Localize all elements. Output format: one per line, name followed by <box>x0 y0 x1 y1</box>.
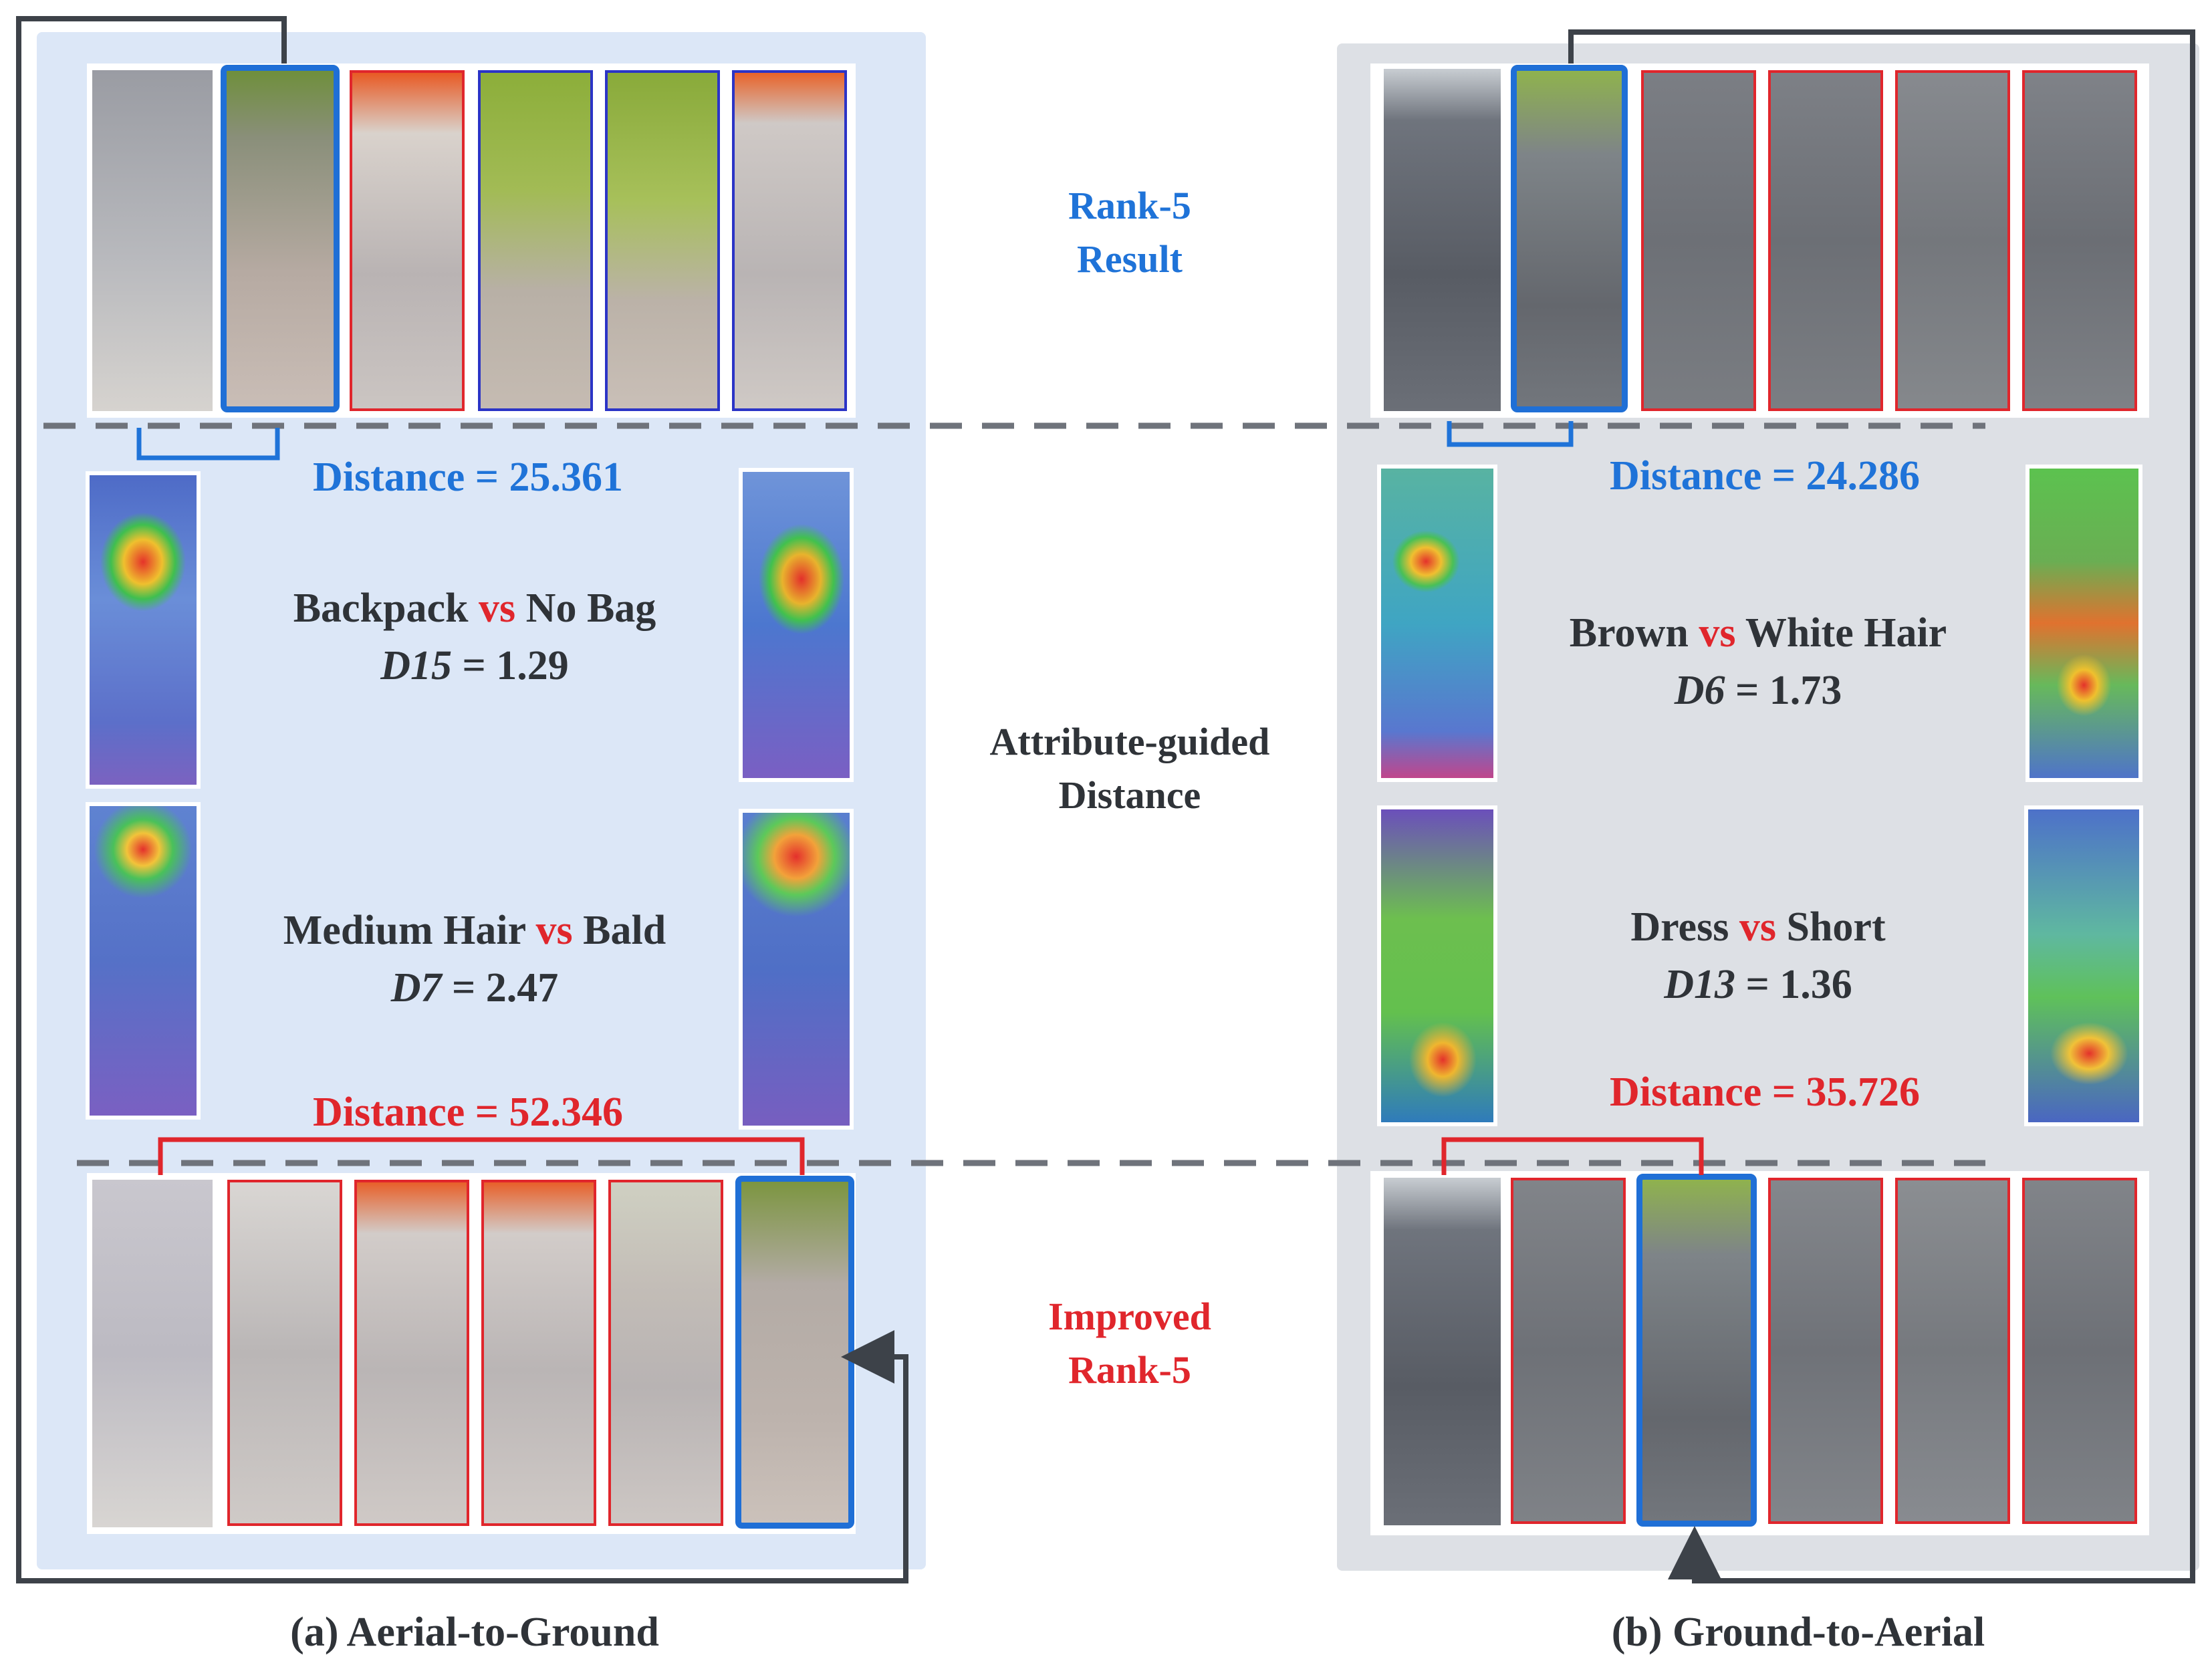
gallery-image <box>1895 70 2010 411</box>
query-image <box>92 70 213 411</box>
distance-metric: D7 <box>390 965 442 1011</box>
distance-value: = 1.36 <box>1745 961 1852 1007</box>
gallery-image <box>350 70 465 411</box>
heatmap-image <box>86 471 201 789</box>
attribute-guided-distance-label: Attribute-guided Distance <box>989 720 1270 817</box>
attribute-left: Brown <box>1569 610 1689 656</box>
heatmap-image <box>1377 465 1497 782</box>
vs-label: vs <box>1739 904 1776 950</box>
attribute-comparison: Medium Hair vs Bald D7 = 2.47 <box>221 902 729 1017</box>
improved-rank5-strip-b <box>1370 1171 2149 1535</box>
attribute-left: Medium Hair <box>283 908 526 953</box>
heatmap-image <box>86 802 201 1120</box>
true-match-image <box>1636 1174 1757 1527</box>
distance-metric: D13 <box>1664 961 1735 1007</box>
attribute-left: Dress <box>1630 904 1729 950</box>
gallery-image <box>1895 1178 2010 1524</box>
attribute-comparison: Backpack vs No Bag D15 = 1.29 <box>221 580 729 694</box>
heatmap-image <box>2024 805 2143 1126</box>
gallery-image <box>1641 70 1756 411</box>
distance-value: = 1.29 <box>462 642 569 688</box>
gallery-image <box>227 1180 342 1526</box>
gallery-image <box>1768 1178 1883 1524</box>
distance-bracket <box>136 428 280 461</box>
true-match-image <box>1511 65 1628 412</box>
distance-before-b: Distance = 24.286 <box>1609 453 1921 499</box>
distance-bracket <box>158 1137 805 1175</box>
distance-before-a: Distance = 25.361 <box>312 455 624 500</box>
outer-connector-b <box>1568 29 2195 1583</box>
gallery-image <box>354 1180 469 1526</box>
query-image <box>1384 1178 1501 1525</box>
top-rank5-strip-a <box>87 63 856 418</box>
distance-metric: D6 <box>1674 667 1725 713</box>
gallery-image <box>2022 1178 2137 1524</box>
attribute-comparison: Brown vs White Hair D6 = 1.73 <box>1504 605 2012 719</box>
rank5-result-label: Rank-5 Result <box>1068 184 1191 281</box>
gallery-image <box>732 70 847 411</box>
vs-label: vs <box>1699 610 1736 656</box>
gallery-image <box>2022 70 2137 411</box>
query-image <box>92 1180 213 1527</box>
top-rank5-strip-b <box>1370 63 2149 418</box>
gallery-image <box>1511 1178 1626 1524</box>
distance-after-b: Distance = 35.726 <box>1609 1069 1921 1115</box>
gallery-image <box>478 70 593 411</box>
heatmap-image <box>2025 465 2142 782</box>
attribute-right: Bald <box>583 908 666 953</box>
query-image <box>1384 69 1501 411</box>
distance-value: = 1.73 <box>1735 667 1842 713</box>
caption-a: (a) Aerial-to-Ground <box>290 1610 659 1655</box>
attribute-left: Backpack <box>293 586 469 631</box>
attribute-right: White Hair <box>1745 610 1947 656</box>
distance-after-a: Distance = 52.346 <box>312 1089 624 1135</box>
improved-rank5-strip-a <box>87 1173 856 1534</box>
gallery-image <box>608 1180 723 1526</box>
gallery-image <box>605 70 720 411</box>
distance-bracket <box>1441 1137 1704 1175</box>
vs-label: vs <box>479 586 516 631</box>
heatmap-image <box>1377 805 1497 1126</box>
heatmap-image <box>739 468 854 782</box>
gallery-image <box>1768 70 1883 411</box>
attribute-right: No Bag <box>525 586 656 631</box>
outer-connector-a <box>16 16 908 1583</box>
distance-metric: D15 <box>380 642 452 688</box>
true-match-image <box>221 65 340 412</box>
distance-value: = 2.47 <box>451 965 559 1011</box>
attribute-right: Short <box>1786 904 1886 950</box>
distance-bracket <box>1447 421 1574 447</box>
attribute-comparison: Dress vs Short D13 = 1.36 <box>1504 899 2012 1013</box>
vs-label: vs <box>535 908 573 953</box>
gallery-image <box>481 1180 596 1526</box>
heatmap-image <box>739 809 854 1130</box>
caption-b: (b) Ground-to-Aerial <box>1611 1610 1985 1655</box>
improved-rank5-label: Improved Rank-5 <box>1048 1295 1211 1392</box>
